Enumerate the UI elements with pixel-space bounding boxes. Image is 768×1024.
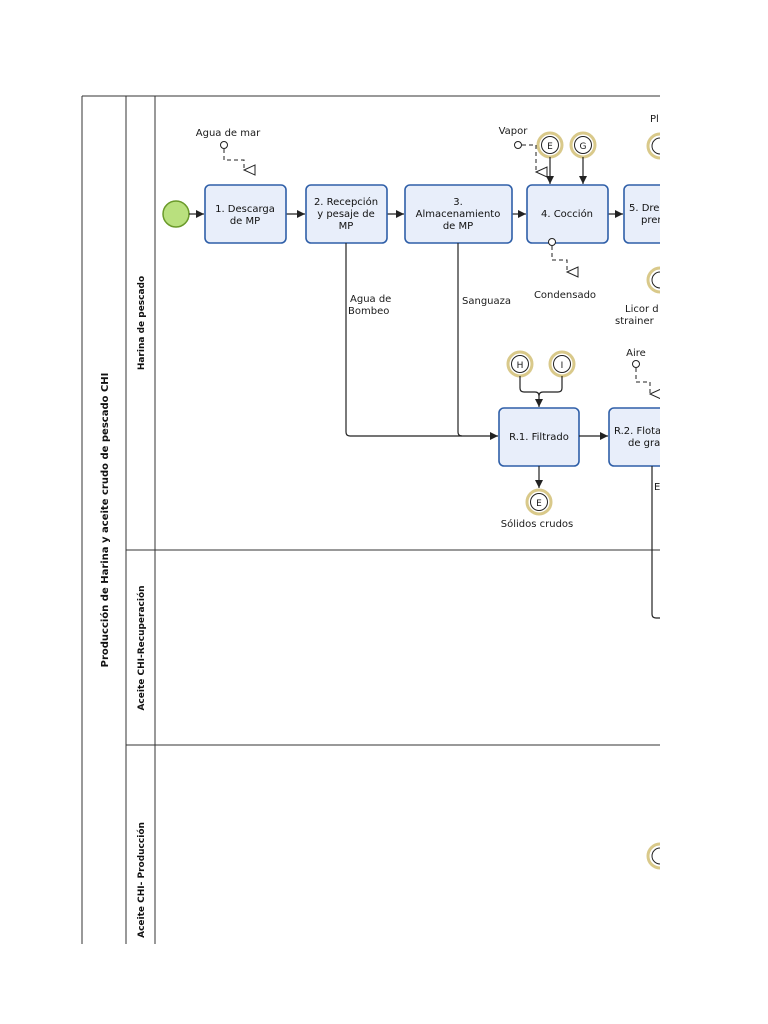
lane-title-recuperacion: Aceite CHI-Recuperación — [136, 585, 147, 710]
agua-de-mar-source — [220, 141, 228, 149]
lane-title-produccion: Aceite CHI- Producción — [136, 822, 147, 938]
vapor-label: Vapor — [499, 126, 529, 137]
task-label: Almacenamiento — [416, 209, 501, 220]
link-event-h: H — [506, 350, 534, 378]
task-label: de MP — [443, 221, 473, 232]
link-event-g-top: G — [569, 131, 597, 159]
task-coccion[interactable]: 4. Cocción — [526, 184, 609, 244]
pool-frame — [81, 95, 660, 944]
agua-bombeo-label: Agua de — [350, 294, 391, 305]
task-label: 3. — [453, 197, 463, 208]
task-label: R.2. Flota — [614, 426, 661, 437]
lane-title-harina: Harina de pescado — [137, 276, 147, 370]
link-event-letter: E — [536, 499, 542, 509]
link-event-letter: G — [580, 142, 587, 152]
assoc-condensado — [551, 246, 579, 278]
task-label: 2. Recepción — [314, 196, 378, 208]
condensado-label: Condensado — [534, 290, 596, 301]
flow-flotacion-down — [651, 466, 660, 619]
task-recepcion[interactable]: 2. Recepción y pesaje de MP — [305, 184, 388, 244]
link-event-e-bottom: E — [525, 488, 553, 516]
agua-bombeo-label: Bombeo — [348, 306, 389, 317]
link-event-partial-inner — [651, 137, 661, 155]
flotacion-cut-label: E — [654, 482, 660, 493]
flow-i-filtrado — [538, 376, 563, 397]
task-label: MP — [339, 221, 354, 232]
aire-source — [632, 360, 640, 368]
task-almacenamiento[interactable]: 3. Almacenamiento de MP — [404, 184, 513, 244]
start-event — [162, 200, 190, 228]
task-label: de gra — [628, 438, 660, 449]
link-event-letter: I — [561, 361, 564, 371]
aire-label: Aire — [626, 348, 646, 359]
assoc-aire — [635, 368, 662, 400]
licor-label: Licor d — [625, 304, 659, 315]
assoc-vapor — [522, 144, 548, 178]
task-label: 4. Cocción — [541, 208, 593, 220]
pl-label: Pl — [650, 114, 659, 125]
task-descarga[interactable]: 1. Descarga de MP — [204, 184, 287, 244]
assoc-agua-de-mar — [223, 149, 256, 176]
pool-title: Producción de Harina y aceite crudo de p… — [99, 373, 111, 668]
flow-almacenamiento-filtrado — [457, 243, 463, 437]
task-filtrado[interactable]: R.1. Filtrado — [498, 407, 580, 467]
link-event-e-top: E — [536, 131, 564, 159]
task-label: 1. Descarga — [215, 204, 275, 215]
sanguaza-label: Sanguaza — [462, 296, 511, 307]
task-label: R.1. Filtrado — [509, 432, 569, 443]
link-event-letter: H — [517, 361, 524, 371]
flow-h-filtrado — [519, 376, 543, 407]
task-label: pren — [641, 215, 664, 226]
link-event-partial-bottom — [646, 842, 661, 870]
task-label: 5. Dre — [629, 203, 659, 214]
link-event-letter: E — [547, 142, 553, 152]
link-event-partial-inner — [651, 847, 661, 865]
agua-de-mar-label: Agua de mar — [196, 128, 261, 139]
page-edge-mask — [660, 0, 768, 1024]
flow-recepcion-filtrado — [345, 243, 498, 440]
vapor-source — [514, 141, 522, 149]
link-event-partial-inner — [651, 271, 661, 289]
link-event-partial-top — [646, 132, 661, 160]
link-event-partial-licor — [646, 266, 661, 294]
condensado-source — [548, 238, 556, 246]
licor-label: strainer — [615, 316, 655, 327]
solidos-crudos-label: Sólidos crudos — [501, 518, 574, 530]
task-label: y pesaje de — [317, 209, 375, 220]
link-event-i: I — [548, 350, 576, 378]
task-label: de MP — [230, 216, 260, 227]
